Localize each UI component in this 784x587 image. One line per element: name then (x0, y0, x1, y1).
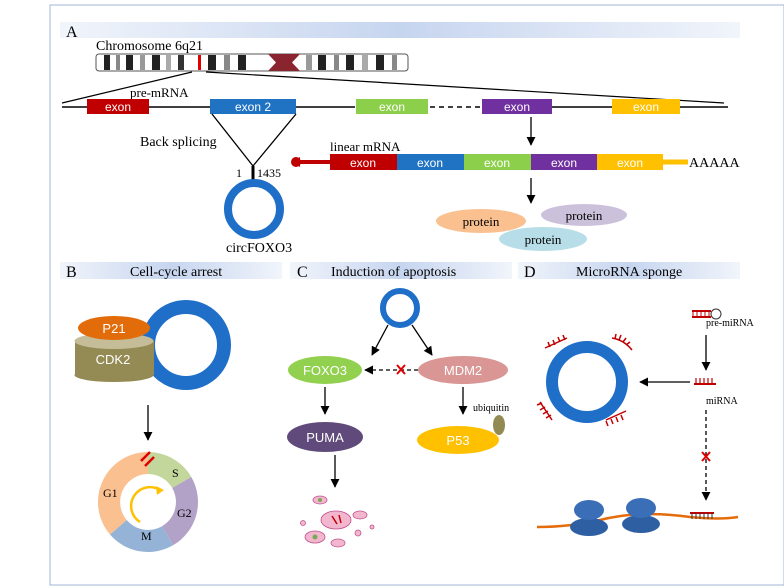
svg-text:P53: P53 (446, 433, 469, 448)
mdm2-node: MDM2 (418, 356, 508, 384)
mature-mirna (694, 378, 716, 385)
junction-left-label: 1 (236, 166, 242, 180)
panel-b: B Cell-cycle arrest CDK2 P21 S G2 M G1 (60, 262, 282, 553)
svg-text:CDK2: CDK2 (96, 352, 131, 367)
poly-a-label: AAAAA (689, 156, 740, 171)
svg-text:exon: exon (417, 156, 443, 170)
figure-border (49, 4, 784, 586)
ubiquitin-tag (493, 415, 505, 435)
pre-mirna-hairpin (692, 308, 722, 320)
back-splicing-label: Back splicing (140, 135, 217, 150)
cycle-arrow (129, 485, 161, 524)
p21-protein: P21 (78, 316, 150, 340)
panel-b-header (60, 262, 282, 279)
ubiquitin-label: ubiquitin (473, 403, 509, 414)
mature-exon-4: exon (531, 154, 597, 170)
pre-mrna-exon-3: exon (356, 99, 428, 114)
mirna-label: miRNA (706, 396, 738, 407)
zoom-line-right (205, 71, 725, 104)
arrow-circ-to-foxo3 (371, 324, 389, 356)
panel-c: C Induction of apoptosis FOXO3 MDM2 PUMA… (287, 262, 512, 548)
svg-text:exon: exon (504, 100, 530, 114)
sponged-mirnas (536, 333, 633, 427)
circrna-ring-c (380, 288, 420, 328)
pre-mrna-exon-5: exon (612, 99, 680, 114)
svg-text:FOXO3: FOXO3 (303, 363, 347, 378)
cdk2-cylinder: CDK2 (74, 333, 154, 382)
cell-cycle-donut: S G2 M G1 (97, 451, 198, 553)
zoom-line-left (61, 71, 193, 104)
svg-text:P21: P21 (102, 321, 125, 336)
chromosome-ideogram (95, 53, 409, 72)
svg-text:protein: protein (566, 208, 603, 223)
apoptotic-bodies (300, 495, 375, 548)
svg-text:PUMA: PUMA (306, 430, 344, 445)
block-mark-d (701, 451, 711, 462)
phase-m (110, 520, 173, 553)
phase-g1 (97, 451, 148, 535)
panel-a: A Chromosome 6q21 p (60, 22, 740, 256)
panel-d-header (518, 262, 740, 279)
protein-2: protein (541, 204, 627, 226)
linear-mrna-label: linear mRNA (330, 139, 401, 154)
svg-text:exon: exon (633, 100, 659, 114)
mature-exon-5: exon (597, 154, 663, 170)
pre-mrna-exon-4: exon (482, 99, 552, 114)
pre-mrna-label: pre-mRNA (130, 85, 189, 100)
svg-text:protein: protein (463, 214, 500, 229)
svg-text:exon: exon (617, 156, 643, 170)
chromosome-label: Chromosome 6q21 (96, 39, 203, 54)
phase-s-label: S (172, 466, 179, 480)
phase-m-label: M (141, 529, 152, 543)
svg-text:exon: exon (350, 156, 376, 170)
phase-g2-label: G2 (177, 506, 192, 520)
panel-d-label: D (524, 264, 536, 281)
mature-exon-3: exon (464, 154, 531, 170)
circrna-sponge-ring (546, 341, 628, 423)
protein-3: protein (499, 227, 587, 251)
ribosome-2 (622, 498, 660, 533)
puma-node: PUMA (287, 422, 363, 452)
panel-b-title: Cell-cycle arrest (130, 265, 222, 280)
p53-node: P53 (417, 426, 499, 454)
svg-text:MDM2: MDM2 (444, 363, 482, 378)
phase-g1-label: G1 (103, 486, 118, 500)
circfoxo3-label: circFOXO3 (226, 241, 292, 256)
panel-c-label: C (297, 264, 308, 281)
block-mark-c (396, 364, 406, 375)
panel-b-label: B (66, 264, 77, 281)
panel-a-label: A (66, 24, 78, 41)
panel-c-header (290, 262, 512, 279)
pre-mrna-exon-2: exon 2 (210, 99, 296, 114)
svg-text:exon: exon (551, 156, 577, 170)
arrest-mark (140, 451, 155, 467)
arrow-circ-to-mdm2 (411, 324, 433, 356)
ribosome-1 (570, 500, 608, 536)
svg-text:exon: exon (105, 100, 131, 114)
foxo3-node: FOXO3 (288, 356, 362, 384)
circfoxo3-ring (224, 179, 284, 239)
panel-a-header (60, 22, 740, 38)
svg-text:exon 2: exon 2 (235, 100, 271, 114)
junction-right-label: 1435 (257, 166, 281, 180)
phase-s (148, 452, 192, 488)
mature-exon-1: exon (330, 154, 397, 170)
protein-1: protein (436, 209, 526, 233)
locus-marker (198, 55, 201, 70)
circrna-ring-b (141, 300, 231, 390)
pre-mirna-label: pre-miRNA (706, 318, 755, 329)
pre-mrna-exon-1: exon (87, 99, 149, 114)
mirna-binding-site (690, 512, 714, 519)
svg-text:protein: protein (525, 232, 562, 247)
svg-text:exon: exon (484, 156, 510, 170)
panel-c-title: Induction of apoptosis (331, 265, 456, 280)
panel-d-title: MicroRNA sponge (576, 265, 682, 280)
mature-exon-2: exon (397, 154, 464, 170)
svg-text:exon: exon (379, 100, 405, 114)
back-splicing-lines (211, 113, 297, 168)
panel-d: D MicroRNA sponge pre-miRNA miRNA (518, 262, 755, 536)
phase-g2 (162, 477, 198, 546)
